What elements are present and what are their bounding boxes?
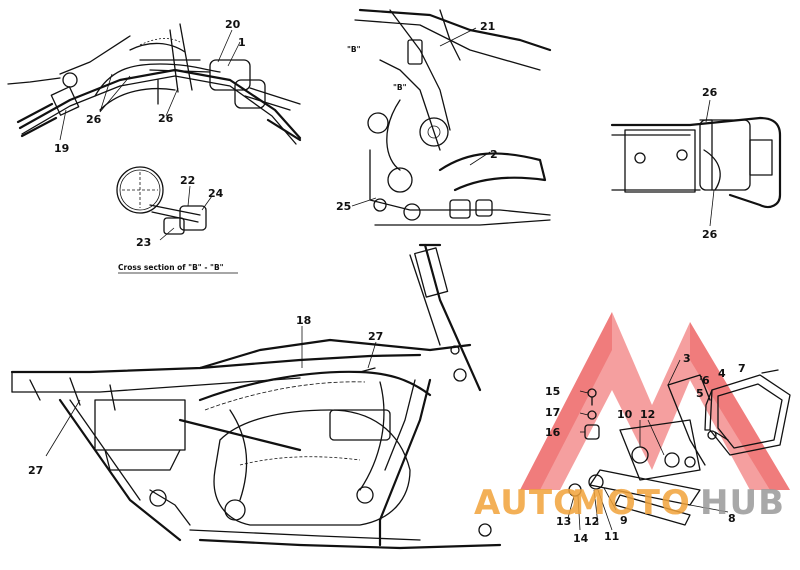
callout-26-handlebar-left: 26 bbox=[86, 113, 102, 126]
tail-wiring-detail bbox=[610, 99, 782, 227]
callout-17: 17 bbox=[545, 406, 560, 419]
callout-10: 10 bbox=[617, 408, 633, 421]
handlebar-assembly bbox=[7, 23, 302, 145]
main-frame-assembly bbox=[10, 243, 502, 550]
callout-23: 23 bbox=[136, 236, 151, 249]
watermark-text: AUTO MOTO HUB bbox=[474, 483, 785, 523]
watermark-moto: MOTO bbox=[572, 483, 691, 523]
callout-15: 15 bbox=[545, 385, 560, 398]
headlight-exploded bbox=[567, 359, 791, 531]
section-mark-b-upper: "B" bbox=[347, 45, 361, 54]
callout-25: 25 bbox=[336, 200, 351, 213]
callout-26-tail-lower: 26 bbox=[702, 228, 718, 241]
callout-2: 2 bbox=[490, 148, 498, 161]
cross-section-caption: Cross section of "B" - "B" bbox=[118, 263, 224, 272]
callout-7: 7 bbox=[738, 362, 746, 375]
callout-27-frame-left: 27 bbox=[28, 464, 43, 477]
callout-4: 4 bbox=[718, 367, 726, 380]
callout-14: 14 bbox=[573, 532, 589, 545]
callout-12-lower: 12 bbox=[584, 515, 599, 528]
cross-section-detail bbox=[116, 166, 213, 241]
callout-19: 19 bbox=[54, 142, 69, 155]
callout-1: 1 bbox=[238, 36, 246, 49]
watermark-auto: AUTO bbox=[474, 483, 583, 523]
section-mark-b-lower: "B" bbox=[393, 83, 407, 92]
callout-18: 18 bbox=[296, 314, 311, 327]
callout-26-handlebar-center: 26 bbox=[158, 112, 174, 125]
callout-27-frame-top: 27 bbox=[368, 330, 383, 343]
watermark-hub: HUB bbox=[700, 483, 785, 523]
callout-6: 6 bbox=[702, 374, 710, 387]
steering-head-detail bbox=[351, 8, 552, 226]
callout-13: 13 bbox=[556, 515, 571, 528]
callout-22: 22 bbox=[180, 174, 195, 187]
callout-21: 21 bbox=[480, 20, 495, 33]
callout-16: 16 bbox=[545, 426, 561, 439]
callout-12-upper: 12 bbox=[640, 408, 655, 421]
callout-5: 5 bbox=[696, 387, 704, 400]
callout-11: 11 bbox=[604, 530, 619, 543]
callout-24: 24 bbox=[208, 187, 224, 200]
callout-9: 9 bbox=[620, 514, 628, 527]
watermark-logo bbox=[520, 312, 790, 490]
callout-20: 20 bbox=[225, 18, 241, 31]
callout-8: 8 bbox=[728, 512, 736, 525]
callout-26-tail-upper: 26 bbox=[702, 86, 718, 99]
callout-3: 3 bbox=[683, 352, 691, 365]
